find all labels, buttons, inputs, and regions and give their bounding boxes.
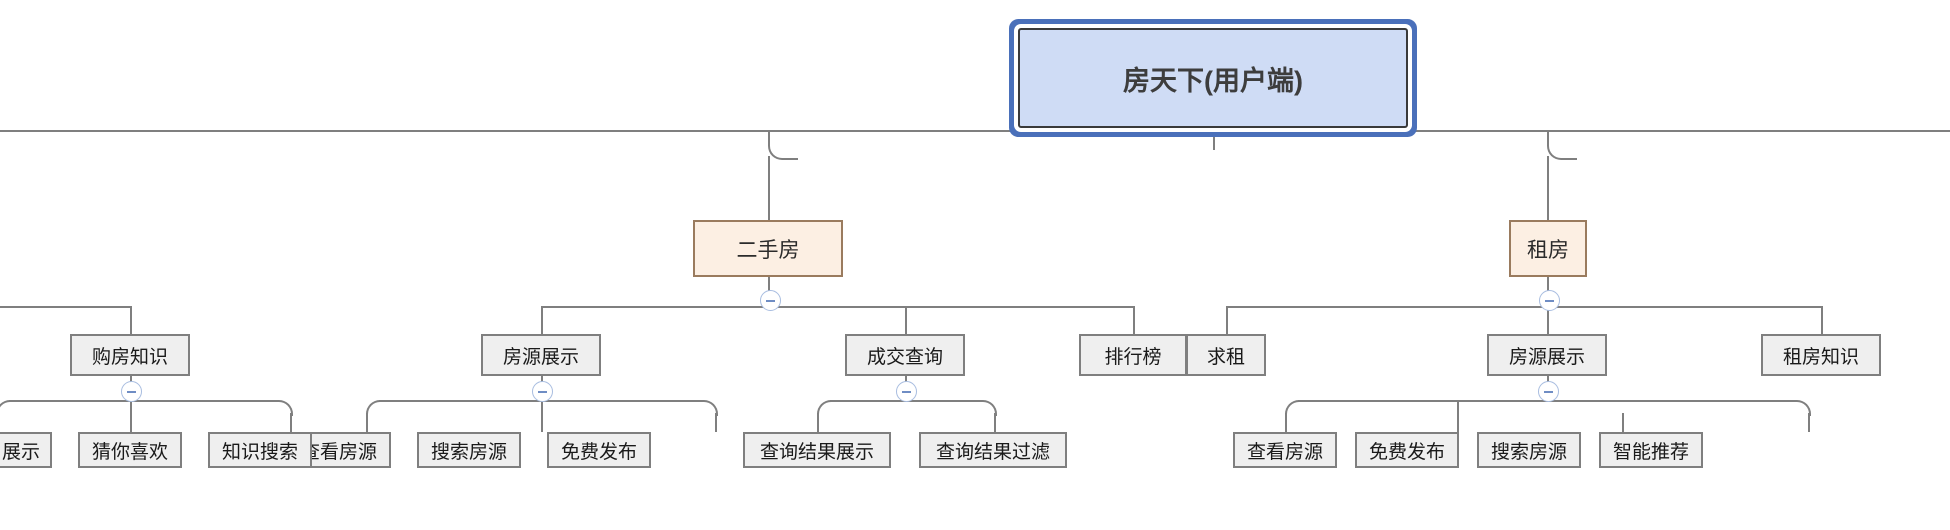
- node-secondhand-listing-display-label: 房源展示: [502, 346, 579, 368]
- leaf-guess-you-like[interactable]: 猜你喜欢: [78, 432, 182, 468]
- leaf-knowledge-search[interactable]: 知识搜索: [208, 432, 312, 468]
- node-purchase-knowledge[interactable]: 购房知识: [70, 334, 190, 376]
- root-node[interactable]: 房天下(用户端): [1018, 28, 1408, 128]
- sh-listing-leaf2-stem: [541, 400, 543, 432]
- branch-secondhand-rail: [794, 130, 814, 132]
- secondhand-child2-stem: [905, 306, 907, 334]
- minus-icon: [766, 299, 775, 302]
- branch-node-rental[interactable]: 租房: [1509, 220, 1587, 277]
- leaf-sh-query-result-filter[interactable]: 查询结果过滤: [919, 432, 1067, 468]
- node-rental-knowledge[interactable]: 租房知识: [1761, 334, 1881, 376]
- sh-listing-leaf3-stem: [715, 413, 717, 432]
- rental-child2-stem: [1547, 306, 1549, 334]
- rental-child1-stem: [1226, 306, 1228, 334]
- offscreen-left-rail: [0, 306, 132, 308]
- rental-listing-leaf1-stem: [1285, 413, 1287, 432]
- rental-listing-rail-right-elbow: [1795, 400, 1811, 416]
- sh-listing-leaf1-stem: [366, 413, 368, 432]
- rental-children-rail: [1226, 306, 1821, 308]
- leaf-rental-view-listing[interactable]: 查看房源: [1233, 432, 1337, 468]
- leaf-rental-search-listing[interactable]: 搜索房源: [1477, 432, 1581, 468]
- leaf-rental-smart-recommend[interactable]: 智能推荐: [1599, 432, 1703, 468]
- purchase-knowledge-leaf3-stem: [290, 413, 292, 432]
- secondhand-child1-stem: [541, 306, 543, 334]
- sh-deal-rail-left-elbow: [817, 400, 833, 416]
- root-stem-connector: [1213, 130, 1215, 150]
- leaf-sh-query-result-filter-label: 查询结果过滤: [935, 441, 1050, 463]
- minus-icon: [1544, 390, 1553, 393]
- node-secondhand-deal-query[interactable]: 成交查询: [845, 334, 965, 376]
- leaf-knowledge-display-label: 展示: [1, 441, 40, 463]
- node-rental-knowledge-label: 租房知识: [1782, 346, 1859, 368]
- leaf-rental-view-listing-label: 查看房源: [1246, 441, 1323, 463]
- branch-rental-elbow: [1547, 130, 1577, 160]
- rental-listing-rail-left-elbow: [1285, 400, 1301, 416]
- leaf-sh-search-listing-label: 搜索房源: [430, 441, 507, 463]
- sh-listing-rail-right-elbow: [702, 400, 718, 416]
- node-rental-seek-label: 求租: [1206, 346, 1245, 368]
- rental-listing-leaf3-stem: [1622, 413, 1624, 432]
- node-secondhand-ranking[interactable]: 排行榜: [1079, 334, 1187, 376]
- rental-listing-leaf4-stem: [1808, 413, 1810, 432]
- leaf-rental-smart-recommend-label: 智能推荐: [1612, 441, 1689, 463]
- branch-rental-rail: [1573, 130, 1593, 132]
- node-rental-listing-display[interactable]: 房源展示: [1487, 334, 1607, 376]
- node-secondhand-ranking-label: 排行榜: [1104, 346, 1162, 368]
- top-rail-connector: [0, 130, 1950, 132]
- node-rental-listing-display-label: 房源展示: [1508, 346, 1585, 368]
- purchase-knowledge-rail-left-elbow: [0, 400, 12, 416]
- leaf-sh-free-publish[interactable]: 免费发布: [547, 432, 651, 468]
- leaf-sh-view-listing-label: 查看房源: [300, 441, 377, 463]
- purchase-knowledge-leaf2-stem: [130, 400, 132, 432]
- leaf-sh-query-result-display[interactable]: 查询结果展示: [743, 432, 891, 468]
- sh-deal-leaf1-stem: [817, 413, 819, 432]
- leaf-knowledge-search-label: 知识搜索: [221, 441, 298, 463]
- leaf-sh-query-result-display-label: 查询结果展示: [759, 441, 874, 463]
- minus-icon: [127, 390, 136, 393]
- node-purchase-knowledge-label: 购房知识: [91, 346, 168, 368]
- branch-node-rental-label: 租房: [1527, 238, 1569, 262]
- minus-icon: [902, 390, 911, 393]
- leaf-knowledge-display[interactable]: 展示: [0, 432, 52, 468]
- leaf-rental-search-listing-label: 搜索房源: [1490, 441, 1567, 463]
- sh-listing-rail-left-elbow: [366, 400, 382, 416]
- branch-node-secondhand[interactable]: 二手房: [693, 220, 843, 277]
- minus-icon: [1545, 299, 1554, 302]
- offscreen-left-stem: [130, 306, 132, 334]
- secondhand-child3-stem: [1133, 306, 1135, 334]
- sh-deal-rail-right-elbow: [981, 400, 997, 416]
- rental-child3-stem: [1821, 306, 1823, 334]
- branch-secondhand-stem: [768, 156, 770, 220]
- collapse-toggle-purchase-knowledge[interactable]: [121, 381, 142, 402]
- purchase-knowledge-children-rail: [9, 400, 278, 402]
- collapse-toggle-secondhand[interactable]: [760, 290, 781, 311]
- sh-deal-leaf2-stem: [994, 413, 996, 432]
- branch-secondhand-elbow: [768, 130, 798, 160]
- root-node-label: 房天下(用户端): [1123, 65, 1303, 96]
- collapse-toggle-secondhand-deal[interactable]: [896, 381, 917, 402]
- minus-icon: [538, 390, 547, 393]
- purchase-knowledge-rail-right-elbow: [277, 400, 293, 416]
- branch-rental-stem: [1547, 156, 1549, 220]
- leaf-rental-free-publish[interactable]: 免费发布: [1355, 432, 1459, 468]
- leaf-sh-free-publish-label: 免费发布: [560, 441, 637, 463]
- leaf-rental-free-publish-label: 免费发布: [1368, 441, 1445, 463]
- node-rental-seek[interactable]: 求租: [1186, 334, 1266, 376]
- collapse-toggle-rental[interactable]: [1539, 290, 1560, 311]
- collapse-toggle-secondhand-listing[interactable]: [532, 381, 553, 402]
- node-secondhand-listing-display[interactable]: 房源展示: [481, 334, 601, 376]
- leaf-sh-search-listing[interactable]: 搜索房源: [417, 432, 521, 468]
- secondhand-children-rail: [541, 306, 1133, 308]
- collapse-toggle-rental-listing[interactable]: [1538, 381, 1559, 402]
- node-secondhand-deal-query-label: 成交查询: [866, 346, 943, 368]
- leaf-guess-you-like-label: 猜你喜欢: [91, 441, 168, 463]
- rental-listing-leaf2-stem: [1457, 400, 1459, 432]
- branch-node-secondhand-label: 二手房: [736, 238, 800, 262]
